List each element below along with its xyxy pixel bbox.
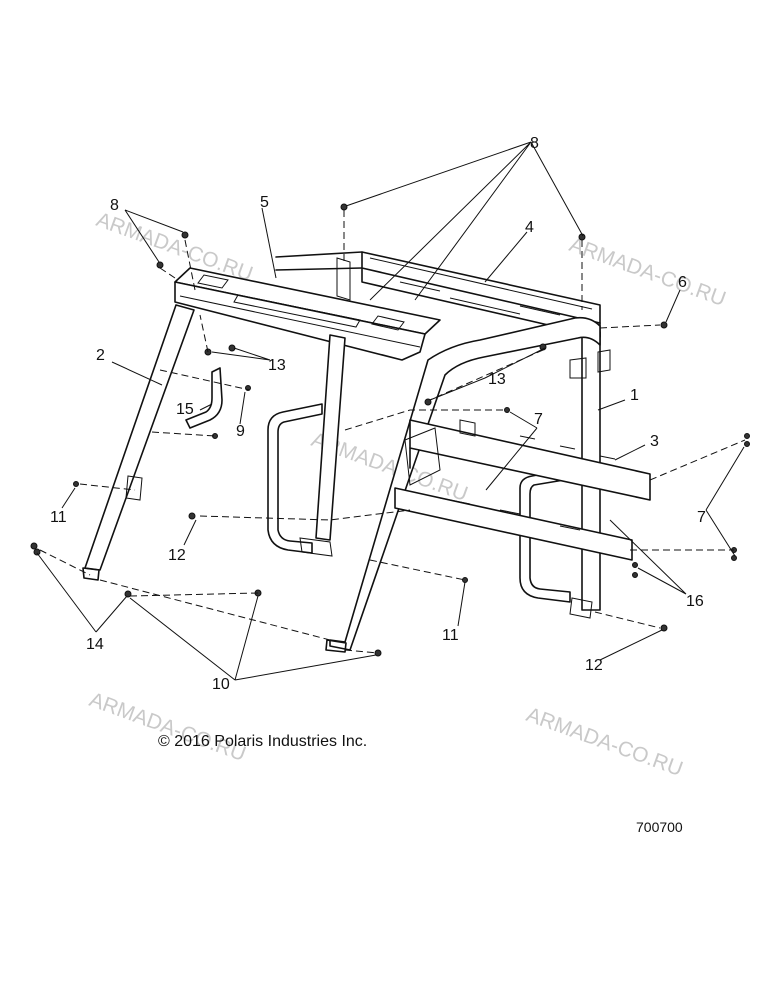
leader-lines — [36, 141, 745, 681]
alignment-lines — [39, 210, 746, 654]
copyright-text: © 2016 Polaris Industries Inc. — [158, 733, 367, 750]
callout-13-right: 13 — [488, 371, 506, 388]
callout-7-center: 7 — [534, 411, 543, 428]
watermark-top-left: ARMADA-CO.RU — [93, 208, 255, 286]
callout-8-top: 8 — [530, 135, 539, 152]
callout-11-right: 11 — [442, 627, 459, 644]
right-grab-handle — [519, 467, 593, 619]
watermark-bottom-left: ARMADA-CO.RU — [86, 688, 248, 766]
callout-15: 15 — [176, 401, 194, 418]
callout-8-left: 8 — [110, 197, 119, 214]
callout-9: 9 — [236, 423, 245, 440]
callout-16: 16 — [686, 593, 704, 610]
callouts: 8 5 4 6 2 13 13 1 15 9 7 3 11 12 7 16 14… — [50, 135, 706, 693]
callout-1: 1 — [630, 387, 639, 404]
callout-13-left: 13 — [268, 357, 286, 374]
callout-7-right: 7 — [697, 509, 706, 526]
callout-14: 14 — [86, 636, 104, 653]
rear-lower-crossmember — [394, 419, 651, 561]
watermark-top-right: ARMADA-CO.RU — [566, 233, 728, 311]
rear-upper-frame — [275, 251, 601, 338]
callout-12-right: 12 — [585, 657, 603, 674]
callout-12-left: 12 — [168, 547, 186, 564]
brace-bracket — [185, 367, 223, 429]
inner-left-post — [315, 257, 351, 541]
callout-4: 4 — [525, 219, 534, 236]
callout-10: 10 — [212, 676, 230, 693]
callout-6: 6 — [678, 274, 687, 291]
callout-5: 5 — [260, 194, 269, 211]
front-upper-crossmember — [174, 267, 441, 361]
figure-number: 700700 — [636, 819, 683, 835]
callout-3: 3 — [650, 433, 659, 450]
watermark-bottom-right: ARMADA-CO.RU — [523, 703, 685, 781]
callout-11-left: 11 — [50, 509, 67, 526]
main-roll-bar — [325, 316, 601, 653]
left-grab-handle — [267, 403, 333, 557]
callout-2: 2 — [96, 347, 105, 364]
